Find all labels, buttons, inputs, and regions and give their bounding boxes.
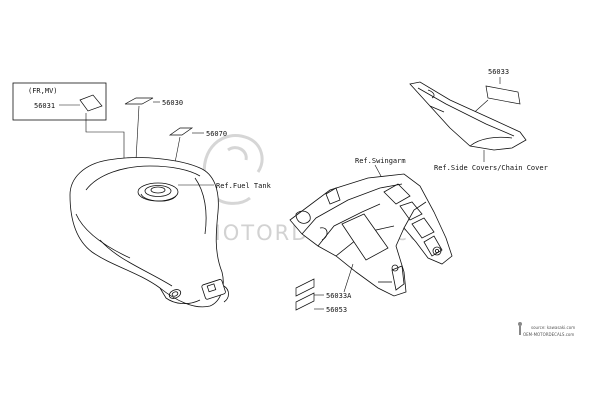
- source-logo-icon: [518, 322, 522, 335]
- source-site-text: OEM-MOTORDECALS.com: [523, 332, 574, 337]
- decal-56030: [124, 97, 154, 105]
- part-56030-label: 56030: [162, 99, 183, 107]
- side-cover-drawing: [409, 81, 527, 151]
- fuel-tank-drawing: [69, 157, 229, 308]
- fr-mv-label: (FR,MV): [28, 87, 58, 95]
- decal-56033: [485, 85, 521, 105]
- decal-56033a: [295, 278, 315, 297]
- decal-56031: [79, 94, 103, 112]
- part-56070-label: 56070: [206, 130, 227, 138]
- decal-56053: [295, 292, 315, 311]
- leader-56030-tank: [135, 105, 140, 161]
- source-text: source: kawasaki.com: [531, 325, 575, 330]
- part-56033a-label: 56033A: [326, 292, 352, 300]
- leader-56031-tank: [85, 113, 125, 165]
- ref-side-covers-label: Ref.Side Covers/Chain Cover: [434, 164, 548, 172]
- ref-fuel-tank-label: Ref.Fuel Tank: [216, 182, 272, 190]
- leader-swingarm: [374, 164, 383, 179]
- swingarm-drawing: [289, 173, 453, 297]
- part-56031-label: 56031: [34, 102, 55, 110]
- ref-swingarm-label: Ref.Swingarm: [355, 157, 406, 165]
- decal-56070: [168, 127, 194, 136]
- fr-mv-box: [12, 82, 107, 121]
- part-56053-label: 56053: [326, 306, 347, 314]
- leader-56033a-swingarm: [343, 263, 354, 293]
- part-56033-label: 56033: [488, 68, 509, 76]
